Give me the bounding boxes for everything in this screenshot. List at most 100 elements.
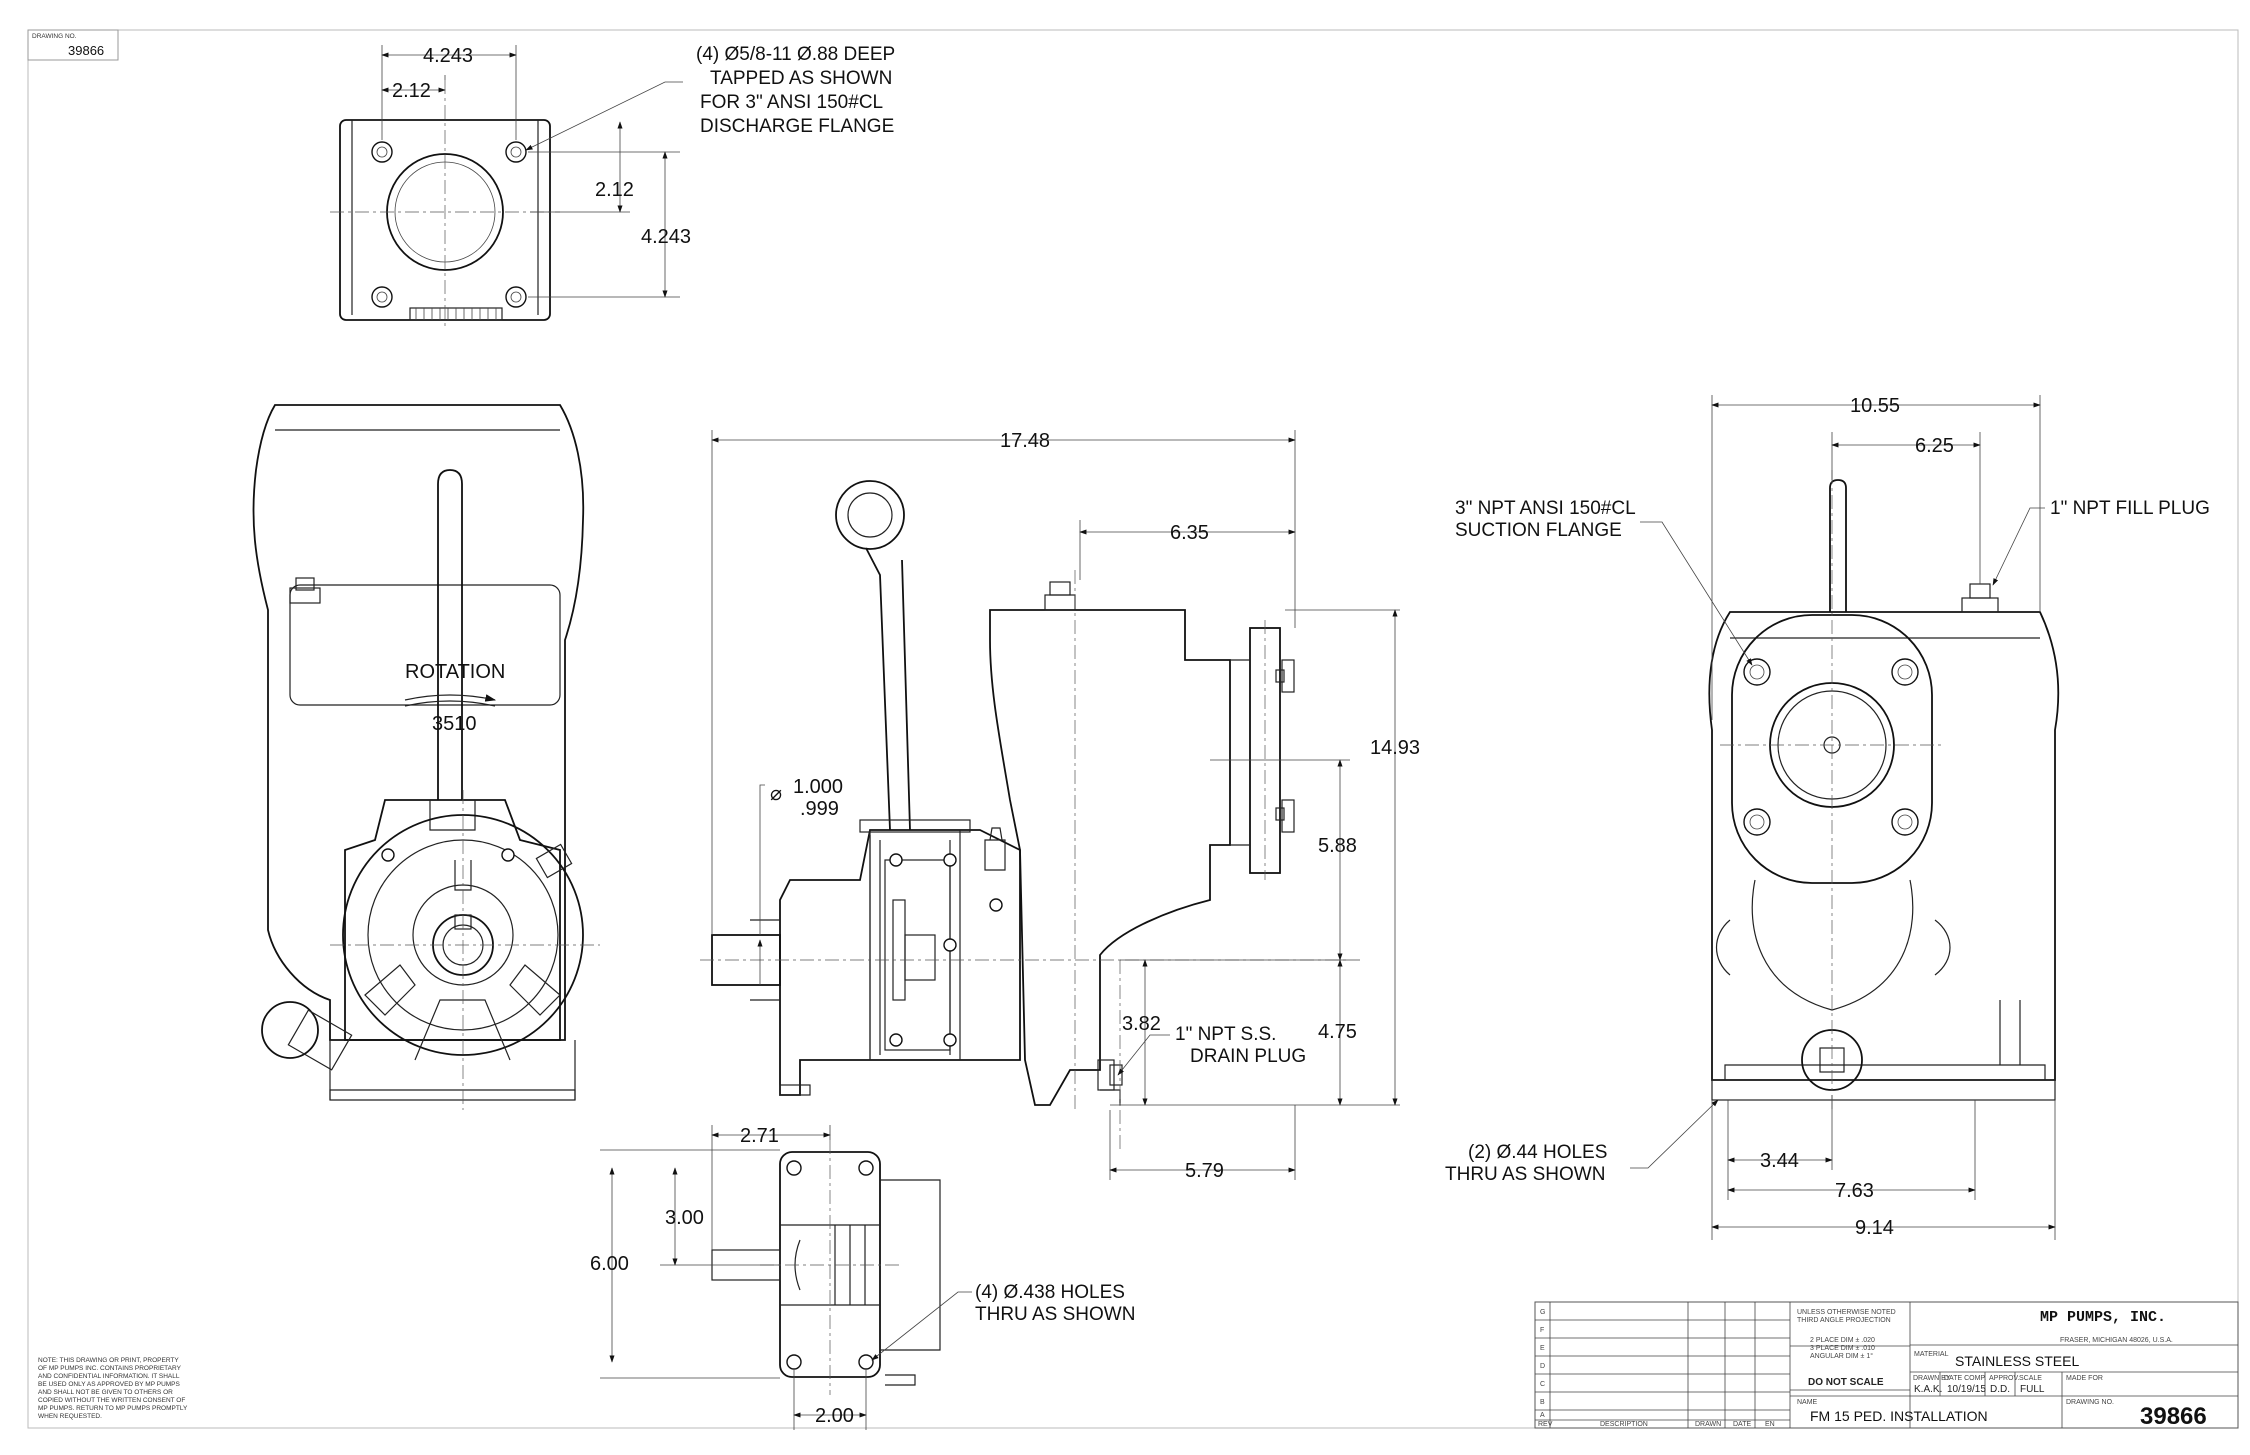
side-dim-shaft-bottom: .999 <box>800 798 839 820</box>
base-hole-tl <box>786 1160 802 1176</box>
top-dim-half-width: 2.12 <box>392 80 431 102</box>
flange-bolt-tr <box>1891 658 1919 686</box>
flange-bolt-br <box>1891 808 1919 836</box>
scale-label: SCALE <box>2019 1375 2042 1382</box>
date-label: DATE COMP. <box>1944 1375 1986 1382</box>
rotation-rpm: 3510 <box>432 713 477 735</box>
rev-letter: D <box>1540 1363 1545 1370</box>
base-hole-tr <box>858 1160 874 1176</box>
end-dim-width: 10.55 <box>1850 395 1900 417</box>
side-dim-upper: 5.88 <box>1318 835 1357 857</box>
side-dim-drain: 3.82 <box>1122 1013 1161 1035</box>
bolt-hole-bl <box>371 286 393 308</box>
drain-callout-line1: 1" NPT S.S. <box>1175 1024 1276 1045</box>
drawn-by-label: DRAWN BY <box>1913 1375 1951 1382</box>
name-label: NAME <box>1797 1399 1818 1406</box>
approved-value: D.D. <box>1990 1384 2010 1395</box>
side-dim-discharge: 6.35 <box>1170 522 1209 544</box>
rev-header: REV <box>1538 1421 1553 1428</box>
top-dim-half-height: 2.12 <box>595 179 634 201</box>
company-name: MP PUMPS, INC. <box>2040 1309 2166 1326</box>
rev-header: DRAWN <box>1695 1421 1721 1428</box>
drawn-by-value: K.A.K. <box>1914 1384 1942 1395</box>
notice-line: COPIED WITHOUT THE WRITTEN CONSENT OF <box>38 1397 185 1404</box>
base-dim-3-00: 3.00 <box>665 1207 704 1229</box>
rotation-label: ROTATION <box>405 661 505 683</box>
tolerance-line: ANGULAR DIM ± 1° <box>1810 1352 1873 1360</box>
base-hole-br <box>858 1354 874 1370</box>
end-dim-3-44: 3.44 <box>1760 1150 1799 1172</box>
front-view: ROTATION 3510 <box>252 404 600 1110</box>
tolerance-title: UNLESS OTHERWISE NOTED <box>1797 1309 1896 1316</box>
flange-bolt-tl <box>1743 658 1771 686</box>
side-dim-overall-length: 17.48 <box>1000 430 1050 452</box>
rev-letter: A <box>1540 1412 1545 1419</box>
end-dim-fill: 6.25 <box>1915 435 1954 457</box>
made-for-label: MADE FOR <box>2066 1375 2103 1382</box>
side-dim-lower: 4.75 <box>1318 1021 1357 1043</box>
top-callout-line1: (4) Ø5/8-11 Ø.88 DEEP <box>696 44 895 65</box>
tolerance-line: 2 PLACE DIM ± .020 <box>1810 1337 1875 1344</box>
approved-label: APPROV. <box>1989 1375 2020 1382</box>
rev-letter: E <box>1540 1345 1545 1352</box>
suction-callout-line2: SUCTION FLANGE <box>1455 520 1622 541</box>
notice-line: AND CONFIDENTIAL INFORMATION. IT SHALL <box>38 1373 180 1380</box>
bolt-hole-tr <box>505 141 527 163</box>
side-view: 17.48 6.35 14.93 5.88 4.75 3.82 5.79 ⌀ 1… <box>700 430 1420 1182</box>
proprietary-notice: NOTE: THIS DRAWING OR PRINT, PROPERTY OF… <box>38 1357 188 1420</box>
fill-callout: 1" NPT FILL PLUG <box>2050 498 2210 519</box>
notice-line: WHEN REQUESTED. <box>38 1413 102 1420</box>
base-callout-line1: (4) Ø.438 HOLES <box>975 1282 1125 1303</box>
rev-header: EN <box>1765 1421 1775 1428</box>
rev-letter: C <box>1540 1381 1545 1388</box>
side-casing-outline <box>989 609 1231 1106</box>
holes-callout-line1: (2) Ø.44 HOLES <box>1468 1142 1607 1163</box>
flange-bolt-bl <box>1743 808 1771 836</box>
top-callout-line3: FOR 3" ANSI 150#CL <box>700 92 883 113</box>
drawing-name: FM 15 PED. INSTALLATION <box>1810 1408 1988 1424</box>
notice-line: AND SHALL NOT BE GIVEN TO OTHERS OR <box>38 1389 173 1396</box>
end-dim-9-14: 9.14 <box>1855 1217 1894 1239</box>
top-dim-height: 4.243 <box>641 226 691 248</box>
base-view: 2.71 3.00 6.00 2.00 (4) Ø.438 HOLES THRU… <box>590 1125 1135 1430</box>
drawing-no-label: DRAWING NO. <box>32 33 77 40</box>
sheet-border <box>27 29 2239 1429</box>
base-dim-6-00: 6.00 <box>590 1253 629 1275</box>
bolt-hole-tl <box>371 141 393 163</box>
side-dim-base: 5.79 <box>1185 1160 1224 1182</box>
notice-line: BE USED ONLY AS APPROVED BY MP PUMPS <box>38 1381 181 1388</box>
material-value: STAINLESS STEEL <box>1955 1353 2079 1369</box>
bolt-hole-br <box>505 286 527 308</box>
notice-line: MP PUMPS. RETURN TO MP PUMPS PROMPTLY <box>38 1405 188 1412</box>
front-lifting-bail <box>437 469 463 800</box>
notice-line: OF MP PUMPS INC. CONTAINS PROPRIETARY <box>38 1365 182 1372</box>
end-view: 10.55 6.25 3.44 7.63 9.14 3" NPT ANSI 15… <box>1445 395 2210 1240</box>
base-dim-2-00: 2.00 <box>815 1405 854 1427</box>
base-callout-line2: THRU AS SHOWN <box>975 1304 1135 1325</box>
front-casing-outline <box>252 404 585 1041</box>
side-dim-height: 14.93 <box>1370 737 1420 759</box>
revision-table: G F E D C B A REV DESCRIPTION DRAWN DATE… <box>1535 1302 1791 1428</box>
notice-line: NOTE: THIS DRAWING OR PRINT, PROPERTY <box>38 1357 179 1364</box>
title-block: G F E D C B A REV DESCRIPTION DRAWN DATE… <box>1534 1301 2239 1430</box>
company-location: FRASER, MICHIGAN 48026, U.S.A. <box>2060 1337 2173 1344</box>
title-drawing-no: 39866 <box>2140 1403 2207 1430</box>
top-view: 4.243 2.12 2.12 4.243 (4) Ø5/8-11 Ø.88 D… <box>330 44 895 330</box>
holes-callout-line2: THRU AS SHOWN <box>1445 1164 1605 1185</box>
side-dim-shaft-top: 1.000 <box>793 776 843 798</box>
drawing-no-value: 39866 <box>68 43 104 58</box>
tolerance-title: THIRD ANGLE PROJECTION <box>1797 1317 1891 1324</box>
tolerance-line: 3 PLACE DIM ± .010 <box>1810 1345 1875 1352</box>
rev-letter: B <box>1540 1399 1545 1406</box>
drawing-number-box: DRAWING NO. 39866 <box>27 29 119 61</box>
do-not-scale: DO NOT SCALE <box>1808 1377 1884 1388</box>
rev-header: DESCRIPTION <box>1600 1421 1648 1428</box>
material-label: MATERIAL <box>1914 1351 1949 1358</box>
end-dim-7-63: 7.63 <box>1835 1180 1874 1202</box>
title-drawing-no-label: DRAWING NO. <box>2066 1399 2114 1406</box>
base-hole-bl <box>786 1354 802 1370</box>
date-value: 10/19/15 <box>1947 1384 1986 1395</box>
suction-callout-line1: 3" NPT ANSI 150#CL <box>1455 498 1636 519</box>
scale-value: FULL <box>2020 1384 2045 1395</box>
rev-letter: G <box>1540 1309 1545 1316</box>
